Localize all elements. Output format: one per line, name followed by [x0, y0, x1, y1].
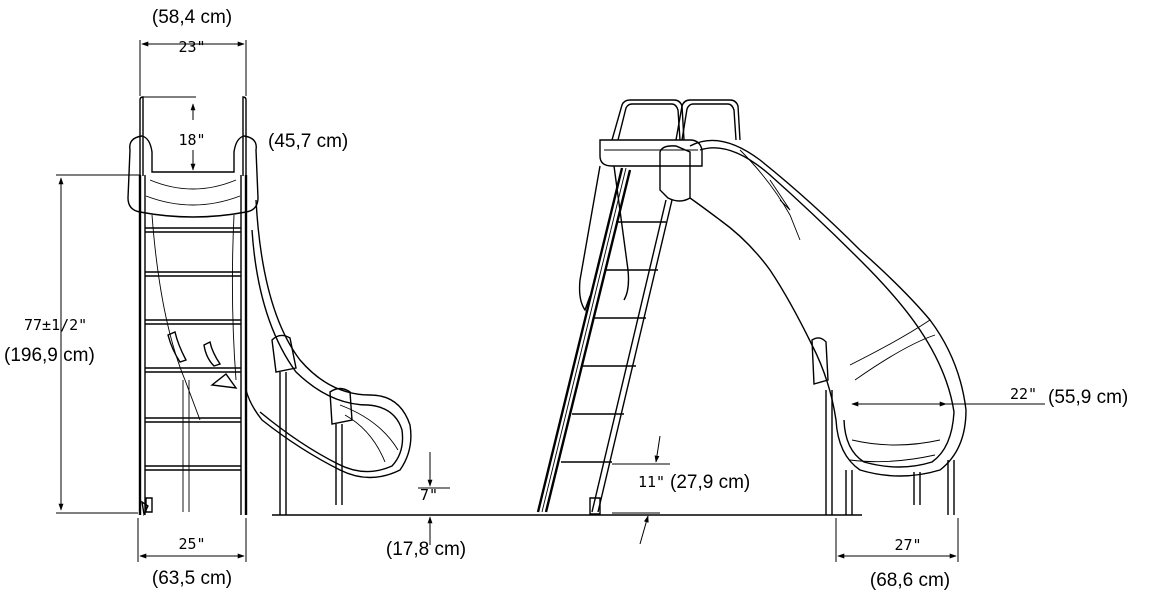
height-cm-label: (196,9 cm): [4, 345, 95, 366]
top-width-in-label: 23": [178, 38, 205, 56]
height-in-label: 77±1/2": [24, 316, 87, 334]
inner-width-cm-label: (45,7 cm): [268, 131, 348, 152]
side-base-cm-label: (68,6 cm): [870, 570, 950, 591]
front-ladder-rungs: [145, 227, 241, 471]
ladder-step-cm-label: (27,9 cm): [670, 472, 750, 493]
ladder-step-in-label: 11": [638, 473, 665, 491]
inner-width-in-label: 18": [178, 131, 205, 149]
base-width-cm-label: (63,5 cm): [152, 568, 232, 589]
exit-height-in-label: 7": [420, 486, 438, 504]
flume-width-in-label: 22": [1010, 385, 1037, 403]
flume-width-cm-label: (55,9 cm): [1048, 387, 1128, 408]
exit-height-cm-label: (17,8 cm): [386, 539, 466, 560]
side-ladder-rungs: [561, 221, 666, 463]
top-width-cm-label: (58,4 cm): [152, 7, 232, 28]
side-view: [536, 99, 967, 515]
base-width-in-label: 25": [178, 535, 205, 553]
front-view: [127, 96, 412, 517]
dimensions: [56, 40, 1045, 562]
side-base-in-label: 27": [894, 536, 921, 554]
